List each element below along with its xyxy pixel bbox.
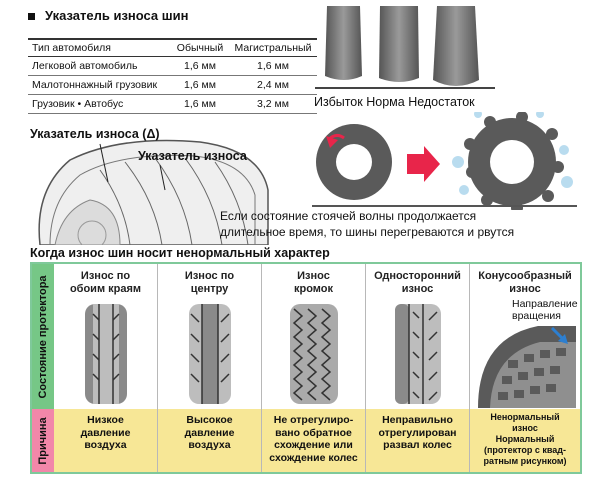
cell: 1,6 мм bbox=[171, 56, 229, 76]
cell: 1,6 мм bbox=[171, 75, 229, 95]
arrow-blue-icon bbox=[558, 334, 568, 344]
table-row: Легковой автомобиль 1,6 мм 1,6 мм bbox=[28, 56, 317, 76]
label-norm: Норма bbox=[366, 95, 405, 109]
standing-wave-caption: Если состояние стоячей волны продолжаетс… bbox=[220, 208, 514, 240]
tread-both-edges-icon bbox=[85, 304, 127, 404]
tread-center-icon bbox=[189, 304, 231, 404]
wear-table: Тип автомобиля Обычный Магистральный Лег… bbox=[28, 38, 317, 114]
tread-edges-icon bbox=[290, 304, 338, 404]
header-normal: Обычный bbox=[171, 38, 229, 57]
tire-pressure-profiles-illustration bbox=[315, 6, 495, 89]
caption-line: длительное время, то шины перегреваются … bbox=[220, 225, 515, 239]
cell: 1,6 мм bbox=[171, 94, 229, 114]
title-text: Указатель износа шин bbox=[45, 8, 189, 23]
side-label-reason: Причина bbox=[32, 409, 54, 472]
standing-wave-illustration bbox=[312, 112, 577, 210]
header-highway: Магистральный bbox=[229, 38, 317, 57]
caption-line: Если состояние стоячей волны продолжаетс… bbox=[220, 209, 477, 223]
header-vehicle-type: Тип автомобиля bbox=[28, 38, 171, 57]
page-title: Указатель износа шин bbox=[28, 8, 188, 23]
table-row: Малотоннажный грузовик 1,6 мм 2,4 мм bbox=[28, 75, 317, 95]
side-label-text: Состояние протектора bbox=[37, 274, 49, 399]
label-excess: Избыток bbox=[314, 95, 363, 109]
pressure-labels: Избыток Норма Недостаток bbox=[314, 95, 475, 109]
cell: Грузовик • Автобус bbox=[28, 94, 171, 114]
side-label-text: Причина bbox=[37, 416, 49, 465]
cell: 2,4 мм bbox=[229, 75, 317, 95]
cell: Легковой автомобиль bbox=[28, 56, 171, 76]
column-divider bbox=[469, 264, 470, 472]
cell: Малотоннажный грузовик bbox=[28, 75, 171, 95]
bullet-square-icon bbox=[28, 13, 35, 21]
right-arrow-icon bbox=[407, 146, 440, 182]
table-row: Грузовик • Автобус 1,6 мм 3,2 мм bbox=[28, 94, 317, 114]
label-wear-indicator-delta: Указатель износа (Δ) bbox=[30, 127, 160, 141]
label-shortage: Недостаток bbox=[408, 95, 475, 109]
abnormal-wear-title: Когда износ шин носит ненормальный харак… bbox=[30, 246, 330, 260]
rotation-arrow-icon bbox=[326, 136, 338, 148]
column-divider bbox=[261, 264, 262, 472]
column-divider bbox=[365, 264, 366, 472]
table-header-row: Тип автомобиля Обычный Магистральный bbox=[28, 38, 317, 57]
cell: 1,6 мм bbox=[229, 56, 317, 76]
column-divider bbox=[157, 264, 158, 472]
cell: 3,2 мм bbox=[229, 94, 317, 114]
side-label-condition: Состояние протектора bbox=[32, 264, 54, 409]
tire-wear-indicator-illustration bbox=[38, 139, 269, 245]
tread-cone-icon bbox=[478, 326, 576, 408]
label-wear-indicator: Указатель износа bbox=[138, 149, 247, 163]
tread-one-side-icon bbox=[395, 304, 441, 404]
reason-row-background bbox=[54, 409, 580, 472]
